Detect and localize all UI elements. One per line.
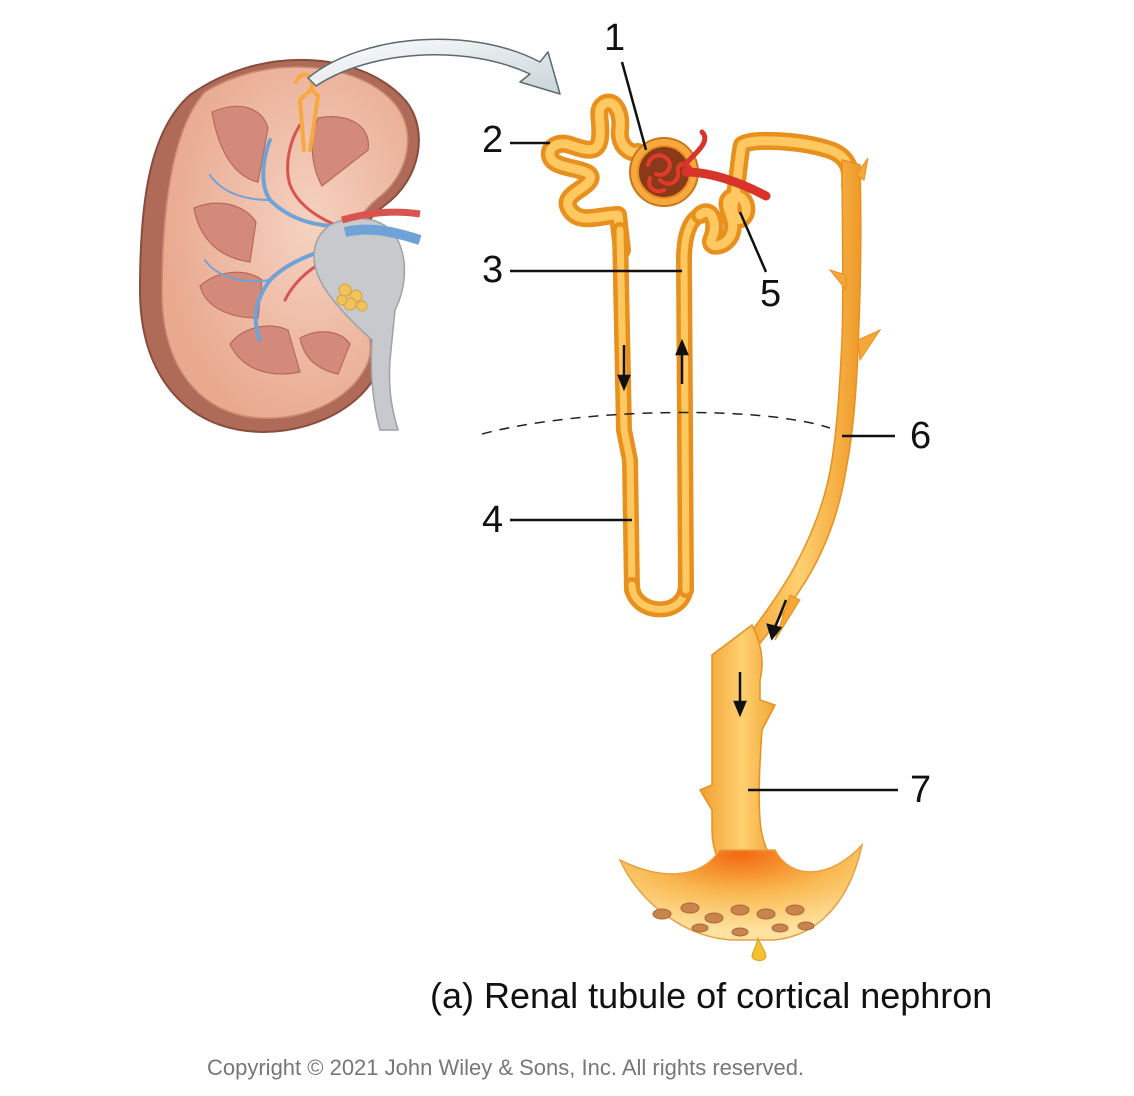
renal-corpuscle [629, 129, 771, 207]
zoom-callout-arrow [307, 38, 561, 95]
descending-limb-highlight [616, 226, 636, 594]
leader-line-5 [738, 211, 768, 273]
distal-tubule-highlight [695, 136, 855, 251]
label-2: 2 [482, 119, 503, 161]
figure-caption: (a) Renal tubule of cortical nephron [430, 975, 993, 1016]
flow-arrows [617, 338, 788, 718]
renal-artery [341, 208, 421, 224]
renal-vein [343, 224, 422, 245]
label-3: 3 [482, 249, 503, 291]
nephron [540, 93, 882, 961]
label-6: 6 [910, 415, 931, 457]
label-4: 4 [482, 499, 503, 541]
number-labels: 1 2 3 4 5 6 7 [482, 17, 931, 811]
flow-arrow-duct-upper [772, 599, 788, 631]
papillary-duct [698, 623, 787, 881]
papillary-pores [652, 902, 815, 937]
distal-convoluted-tubule [691, 131, 860, 255]
proximal-tubule-highlight [545, 98, 643, 255]
leader-line-1 [620, 61, 648, 151]
label-7: 7 [910, 769, 931, 811]
label-5: 5 [760, 273, 781, 315]
urine-drop [751, 936, 767, 961]
collecting-duct [737, 159, 862, 667]
leader-lines [510, 61, 898, 792]
copyright-notice: Copyright © 2021 John Wiley & Sons, Inc.… [207, 1055, 805, 1080]
afferent-arteriole [681, 167, 771, 201]
adipose-tissue [336, 283, 368, 312]
cortex-medulla-boundary [481, 411, 831, 435]
renal-papilla [618, 842, 864, 941]
kidney-illustration [138, 59, 422, 433]
efferent-arteriole [681, 129, 708, 168]
label-1: 1 [604, 17, 625, 59]
collecting-duct-branches [774, 157, 882, 641]
renal-pyramids [193, 105, 369, 375]
